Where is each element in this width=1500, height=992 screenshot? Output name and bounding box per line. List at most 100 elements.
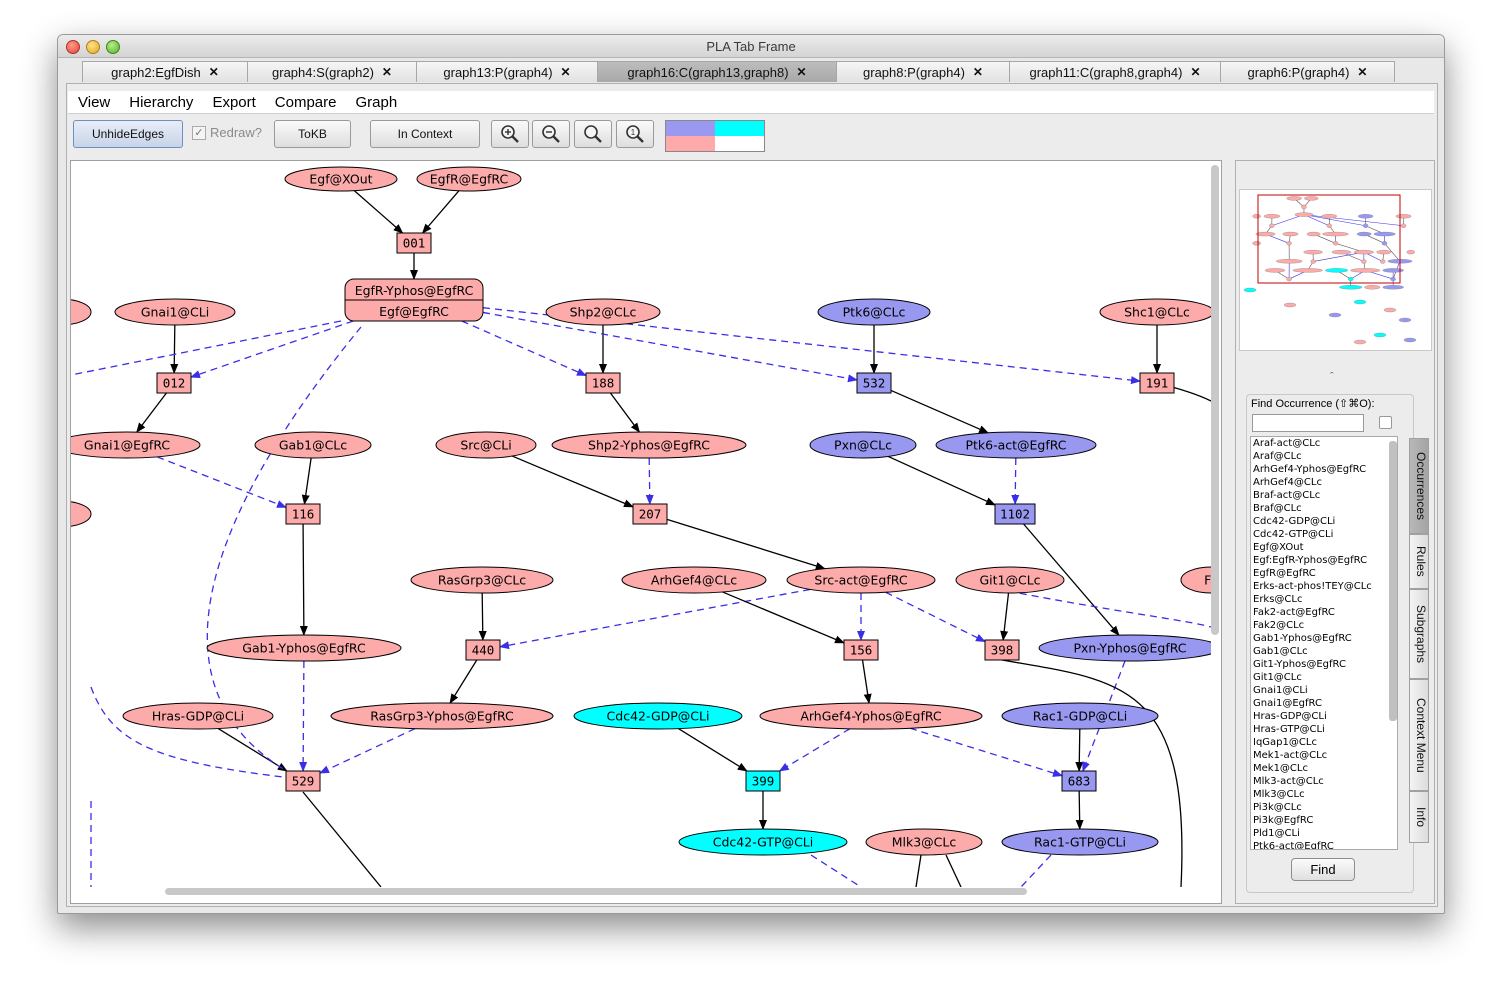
- vertical-scrollbar[interactable]: [1211, 165, 1219, 635]
- occurrence-item[interactable]: Hras-GTP@CLi: [1253, 724, 1325, 735]
- occurrence-item[interactable]: Gab1-Yphos@EgfRC: [1253, 633, 1352, 644]
- occurrence-item[interactable]: EgfR@EgfRC: [1253, 568, 1316, 579]
- viewport-indicator[interactable]: [1257, 194, 1401, 284]
- occurrence-item[interactable]: Mlk3-act@CLc: [1253, 776, 1324, 787]
- in-context-button[interactable]: In Context: [370, 120, 480, 148]
- occurrence-item[interactable]: Pi3k@EgfRC: [1253, 815, 1314, 826]
- occurrence-item[interactable]: Braf@CLc: [1253, 503, 1302, 514]
- legend-swatch[interactable]: [715, 121, 764, 136]
- species-node-egfr[interactable]: EgfR@EgfRC: [416, 166, 522, 192]
- species-node-arhgef4_y[interactable]: ArhGef4-Yphos@EgfRC: [759, 702, 983, 730]
- occurrence-item[interactable]: Erks@CLc: [1253, 594, 1303, 605]
- rule-node-r440[interactable]: 440: [465, 639, 501, 661]
- minimize-window-button[interactable]: [86, 40, 100, 54]
- rule-node-r532[interactable]: 532: [856, 372, 892, 394]
- rule-node-r399[interactable]: 399: [745, 770, 781, 792]
- list-scrollbar[interactable]: [1389, 441, 1397, 721]
- rule-node-r012[interactable]: 012: [156, 372, 192, 394]
- occurrence-item[interactable]: Erks-act-phos!TEY@CLc: [1253, 581, 1372, 592]
- close-tab-icon[interactable]: ✕: [381, 65, 392, 79]
- zoom-fit-button[interactable]: [574, 120, 612, 148]
- close-tab-icon[interactable]: ✕: [560, 65, 571, 79]
- occurrence-item[interactable]: Braf-act@CLc: [1253, 490, 1321, 501]
- rule-node-r1102[interactable]: 1102: [994, 503, 1036, 525]
- occurrence-item[interactable]: Gnai1@CLi: [1253, 685, 1308, 696]
- occurrence-item[interactable]: ArhGef4-Yphos@EgfRC: [1253, 464, 1367, 475]
- species-node-pxn_y[interactable]: Pxn-Yphos@EgfRC: [1038, 634, 1211, 662]
- legend-swatch[interactable]: [666, 121, 715, 136]
- find-input[interactable]: [1252, 414, 1364, 432]
- zoom-reset-button[interactable]: 1: [616, 120, 654, 148]
- close-window-button[interactable]: [66, 40, 80, 54]
- occurrence-item[interactable]: Mlk3@CLc: [1253, 789, 1305, 800]
- close-tab-icon[interactable]: ✕: [208, 65, 219, 79]
- horizontal-scrollbar[interactable]: [165, 888, 1027, 895]
- rule-node-r116[interactable]: 116: [285, 503, 321, 525]
- collapse-icon[interactable]: ˆ: [1330, 371, 1334, 383]
- species-node-git1_clc[interactable]: Git1@CLc: [955, 566, 1065, 594]
- species-node-src_act[interactable]: Src-act@EgfRC: [786, 566, 936, 594]
- occurrence-item[interactable]: Pld1@CLi: [1253, 828, 1300, 839]
- zoom-window-button[interactable]: [106, 40, 120, 54]
- side-tab-rules[interactable]: Rules: [1409, 534, 1429, 589]
- menu-export[interactable]: Export: [212, 94, 256, 111]
- occurrence-item[interactable]: Pi3k@CLc: [1253, 802, 1302, 813]
- occurrence-item[interactable]: Git1@CLc: [1253, 672, 1302, 683]
- occurrence-item[interactable]: Fak2@CLc: [1253, 620, 1305, 631]
- tab-1[interactable]: graph4:S(graph2)✕: [247, 61, 417, 82]
- tab-3[interactable]: graph16:C(graph13,graph8)✕: [597, 61, 837, 82]
- occurrence-item[interactable]: Git1-Yphos@EgfRC: [1253, 659, 1346, 670]
- species-node-cdc42_gdp[interactable]: Cdc42-GDP@CLi: [573, 702, 743, 730]
- occurrence-item[interactable]: Cdc42-GDP@CLi: [1253, 516, 1336, 527]
- tab-0[interactable]: graph2:EgfDish✕: [82, 61, 248, 82]
- species-node-rasgrp3_clc[interactable]: RasGrp3@CLc: [410, 566, 554, 594]
- tab-2[interactable]: graph13:P(graph4)✕: [416, 61, 598, 82]
- species-node-shc1_clc[interactable]: Shc1@CLc: [1099, 298, 1211, 326]
- species-node-mlk3_clc[interactable]: Mlk3@CLc: [865, 828, 983, 856]
- side-tab-occurrences[interactable]: Occurrences: [1409, 438, 1429, 534]
- tab-4[interactable]: graph8:P(graph4)✕: [836, 61, 1010, 82]
- side-tab-subgraphs[interactable]: Subgraphs: [1409, 589, 1429, 679]
- species-node-gab1_clc[interactable]: Gab1@CLc: [254, 431, 372, 459]
- occurrence-item[interactable]: Araf-act@CLc: [1253, 438, 1321, 449]
- rule-node-r156[interactable]: 156: [843, 639, 879, 661]
- occurrence-item[interactable]: Egf@XOut: [1253, 542, 1304, 553]
- species-node-shp2_y[interactable]: Shp2-Yphos@EgfRC: [551, 431, 747, 459]
- species-node-ptk6_act[interactable]: Ptk6-act@EgfRC: [935, 431, 1097, 459]
- side-tab-info[interactable]: Info: [1409, 791, 1429, 843]
- close-tab-icon[interactable]: ✕: [972, 65, 983, 79]
- find-option-checkbox[interactable]: [1379, 416, 1392, 429]
- menu-graph[interactable]: Graph: [355, 94, 398, 111]
- color-legend[interactable]: [665, 120, 765, 152]
- species-node-rac1_gdp[interactable]: Rac1-GDP@CLi: [1001, 702, 1159, 730]
- menu-hierarchy[interactable]: Hierarchy: [129, 94, 194, 111]
- species-node-fa_partial[interactable]: Fa: [1180, 566, 1211, 594]
- menu-view[interactable]: View: [78, 94, 111, 111]
- find-button[interactable]: Find: [1291, 858, 1355, 881]
- close-tab-icon[interactable]: ✕: [796, 65, 807, 79]
- rule-node-r683[interactable]: 683: [1061, 770, 1097, 792]
- rule-node-r529[interactable]: 529: [285, 770, 321, 792]
- species-node-arhgef4_clc[interactable]: ArhGef4@CLc: [621, 566, 767, 594]
- occurrence-item[interactable]: Egf:EgfR-Yphos@EgfRC: [1253, 555, 1368, 566]
- species-node-gnai1_cli[interactable]: Gnai1@CLi: [114, 298, 236, 326]
- occurrence-item[interactable]: ArhGef4@CLc: [1253, 477, 1322, 488]
- graph-overview[interactable]: [1239, 189, 1432, 351]
- occurrence-item[interactable]: Cdc42-GTP@CLi: [1253, 529, 1334, 540]
- tab-6[interactable]: graph6:P(graph4)✕: [1220, 61, 1395, 82]
- species-node-gab1_y[interactable]: Gab1-Yphos@EgfRC: [206, 634, 402, 662]
- species-node-egf_xout[interactable]: Egf@XOut: [284, 166, 398, 192]
- menu-compare[interactable]: Compare: [274, 94, 337, 111]
- rule-node-r191[interactable]: 191: [1139, 372, 1175, 394]
- tokb-button[interactable]: ToKB: [274, 120, 351, 148]
- rule-node-r207[interactable]: 207: [632, 503, 668, 525]
- occurrence-item[interactable]: IqGap1@CLc: [1253, 737, 1317, 748]
- species-node-shp2_clc[interactable]: Shp2@CLc: [545, 298, 661, 326]
- occurrence-item[interactable]: Araf@CLc: [1253, 451, 1302, 462]
- close-tab-icon[interactable]: ✕: [1190, 65, 1201, 79]
- species-node-hras_gdp[interactable]: Hras-GDP@CLi: [122, 702, 274, 730]
